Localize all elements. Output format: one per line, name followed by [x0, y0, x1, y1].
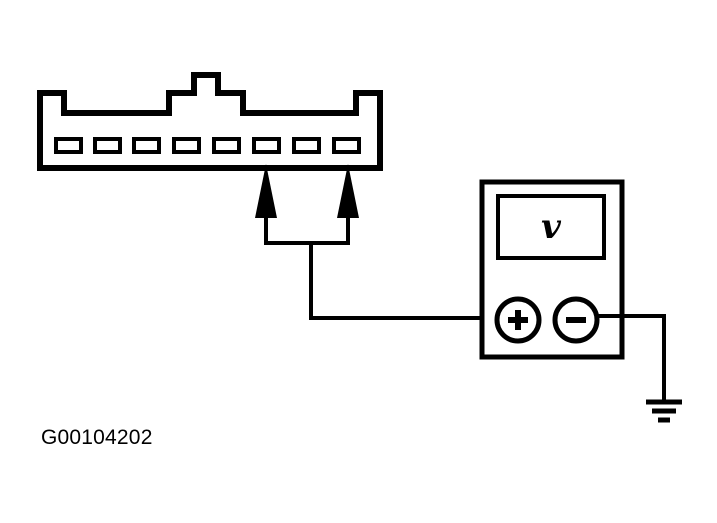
connector-pin-7: [292, 137, 321, 154]
ground-symbol-icon: [646, 399, 682, 423]
positive-terminal: [494, 296, 542, 344]
minus-icon: [566, 317, 586, 323]
connector-pin-8: [332, 137, 361, 154]
negative-terminal: [552, 296, 600, 344]
connector-pin-5: [212, 137, 241, 154]
positive-lead-wire: [309, 243, 497, 320]
display-symbol: v: [541, 207, 562, 247]
connector-pin-6: [252, 137, 281, 154]
connector-pin-2: [93, 137, 122, 154]
ground-lead-wire: [597, 314, 666, 402]
multimeter-display: [496, 194, 606, 260]
connector-pin-1: [54, 137, 83, 154]
figure-id-label: G00104202: [41, 426, 153, 449]
connector-pins: [54, 137, 361, 154]
arrow-up-probe-icon: [255, 164, 277, 218]
probe-jumper-wire: [264, 218, 350, 245]
connector-pin-3: [132, 137, 161, 154]
arrow-up-probe-icon: [337, 164, 359, 218]
connector-pin-4: [172, 137, 201, 154]
connector-housing: [37, 72, 383, 171]
